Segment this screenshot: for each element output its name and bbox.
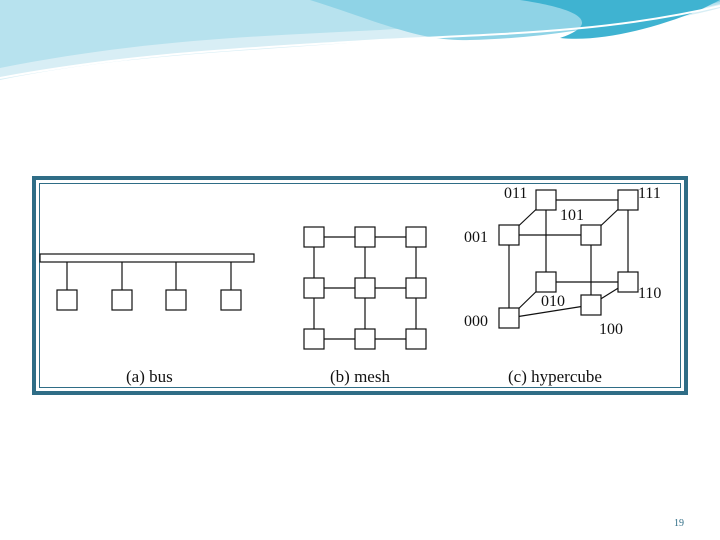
bus-node-2 xyxy=(111,289,133,311)
hypercube-node-101 xyxy=(580,224,602,246)
figure-frame: (a) bus (b) mesh (c) hypercube 011 111 1… xyxy=(32,176,688,395)
hypercube-label-001: 001 xyxy=(464,229,488,246)
hypercube-node-111 xyxy=(617,189,639,211)
hypercube-node-001 xyxy=(498,224,520,246)
hypercube-label-101: 101 xyxy=(560,207,584,224)
caption-mesh: (b) mesh xyxy=(330,367,390,386)
bus-node-3 xyxy=(165,289,187,311)
hypercube-link-000-100 xyxy=(508,304,592,319)
hypercube-label-100: 100 xyxy=(599,321,623,338)
hypercube-label-011: 011 xyxy=(504,185,527,202)
mesh-node-1-1 xyxy=(354,277,376,299)
mesh-node-0-2 xyxy=(405,226,427,248)
mesh-node-2-2 xyxy=(405,328,427,350)
hypercube-label-000: 000 xyxy=(464,313,488,330)
mesh-node-2-1 xyxy=(354,328,376,350)
caption-hypercube: (c) hypercube xyxy=(508,367,602,386)
bus-node-1 xyxy=(56,289,78,311)
mesh-node-1-2 xyxy=(405,277,427,299)
page-number: 19 xyxy=(674,518,684,529)
caption-bus: (a) bus xyxy=(126,367,173,386)
header-wave-banner xyxy=(0,0,720,80)
mesh-topology xyxy=(303,226,427,350)
hypercube-node-100 xyxy=(580,294,602,316)
hypercube-node-011 xyxy=(535,189,557,211)
mesh-node-1-0 xyxy=(303,277,325,299)
bus-node-4 xyxy=(220,289,242,311)
hypercube-node-000 xyxy=(498,307,520,329)
figure-inner-border xyxy=(39,183,681,388)
bus-topology xyxy=(39,253,255,311)
hypercube-label-110: 110 xyxy=(638,285,661,302)
mesh-node-2-0 xyxy=(303,328,325,350)
hypercube-node-010 xyxy=(535,271,557,293)
bus-line xyxy=(39,253,255,263)
hypercube-label-111: 111 xyxy=(638,185,661,202)
interconnect-diagram: (a) bus (b) mesh (c) hypercube 011 111 1… xyxy=(39,185,661,386)
mesh-node-0-1 xyxy=(354,226,376,248)
hypercube-label-010: 010 xyxy=(541,293,565,310)
hypercube-node-110 xyxy=(617,271,639,293)
hypercube-topology xyxy=(498,189,639,329)
mesh-node-0-0 xyxy=(303,226,325,248)
